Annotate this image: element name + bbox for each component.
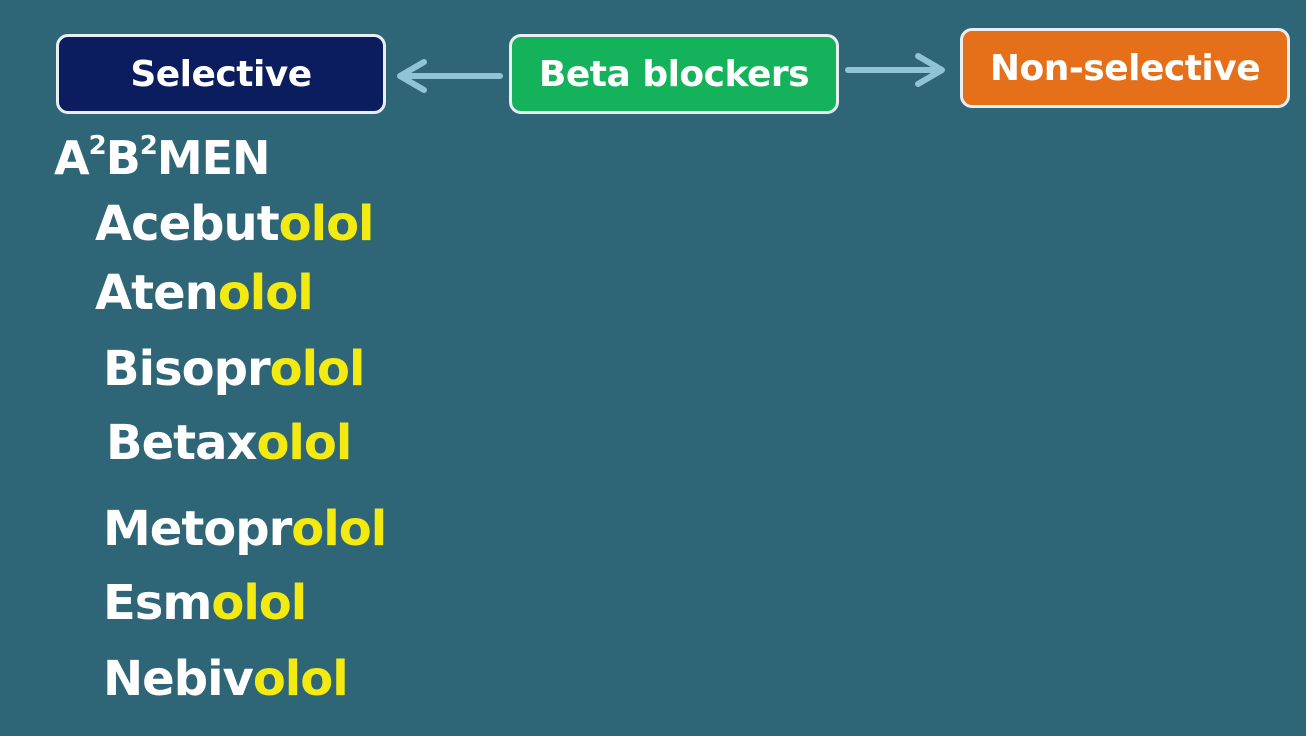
drug-nebivolol: Nebivolol xyxy=(103,650,349,708)
mnemonic-a: A xyxy=(54,131,90,185)
drug-acebutolol: Acebutolol xyxy=(95,195,374,253)
beta-blockers-label: Beta blockers xyxy=(538,53,810,95)
right-arrow-icon xyxy=(845,53,945,87)
drug-suffix: olol xyxy=(269,341,366,397)
drug-bisoprolol: Bisoprolol xyxy=(103,340,366,398)
mnemonic-b-superscript: 2 xyxy=(139,131,158,161)
drug-betaxolol: Betaxolol xyxy=(106,414,352,472)
selective-label: Selective xyxy=(130,53,312,95)
drug-stem: Bisopr xyxy=(103,341,271,397)
drug-stem: Metopr xyxy=(103,501,292,557)
mnemonic-rest: MEN xyxy=(156,131,271,185)
drug-stem: Betax xyxy=(106,415,257,471)
drug-suffix: olol xyxy=(256,415,352,471)
drug-stem: Nebiv xyxy=(103,651,254,707)
drug-stem: Acebut xyxy=(95,196,280,252)
drug-metoprolol: Metoprolol xyxy=(103,500,387,558)
selective-box: Selective xyxy=(56,34,386,114)
drug-stem: Aten xyxy=(95,265,219,321)
mnemonic-heading: A2B2MEN xyxy=(54,130,271,186)
drug-atenolol: Atenolol xyxy=(95,264,314,322)
drug-suffix: olol xyxy=(278,196,375,252)
drug-suffix: olol xyxy=(211,575,307,631)
non-selective-label: Non-selective xyxy=(989,47,1261,89)
drug-esmolol: Esmolol xyxy=(103,574,307,632)
drug-stem: Esm xyxy=(103,575,212,631)
beta-blockers-box: Beta blockers xyxy=(509,34,839,114)
mnemonic-b: B xyxy=(105,131,141,185)
drug-suffix: olol xyxy=(291,501,387,557)
mnemonic-a-superscript: 2 xyxy=(88,131,107,161)
drug-suffix: olol xyxy=(217,265,314,321)
non-selective-box: Non-selective xyxy=(960,28,1290,108)
left-arrow-icon xyxy=(397,59,503,93)
drug-suffix: olol xyxy=(252,651,349,707)
